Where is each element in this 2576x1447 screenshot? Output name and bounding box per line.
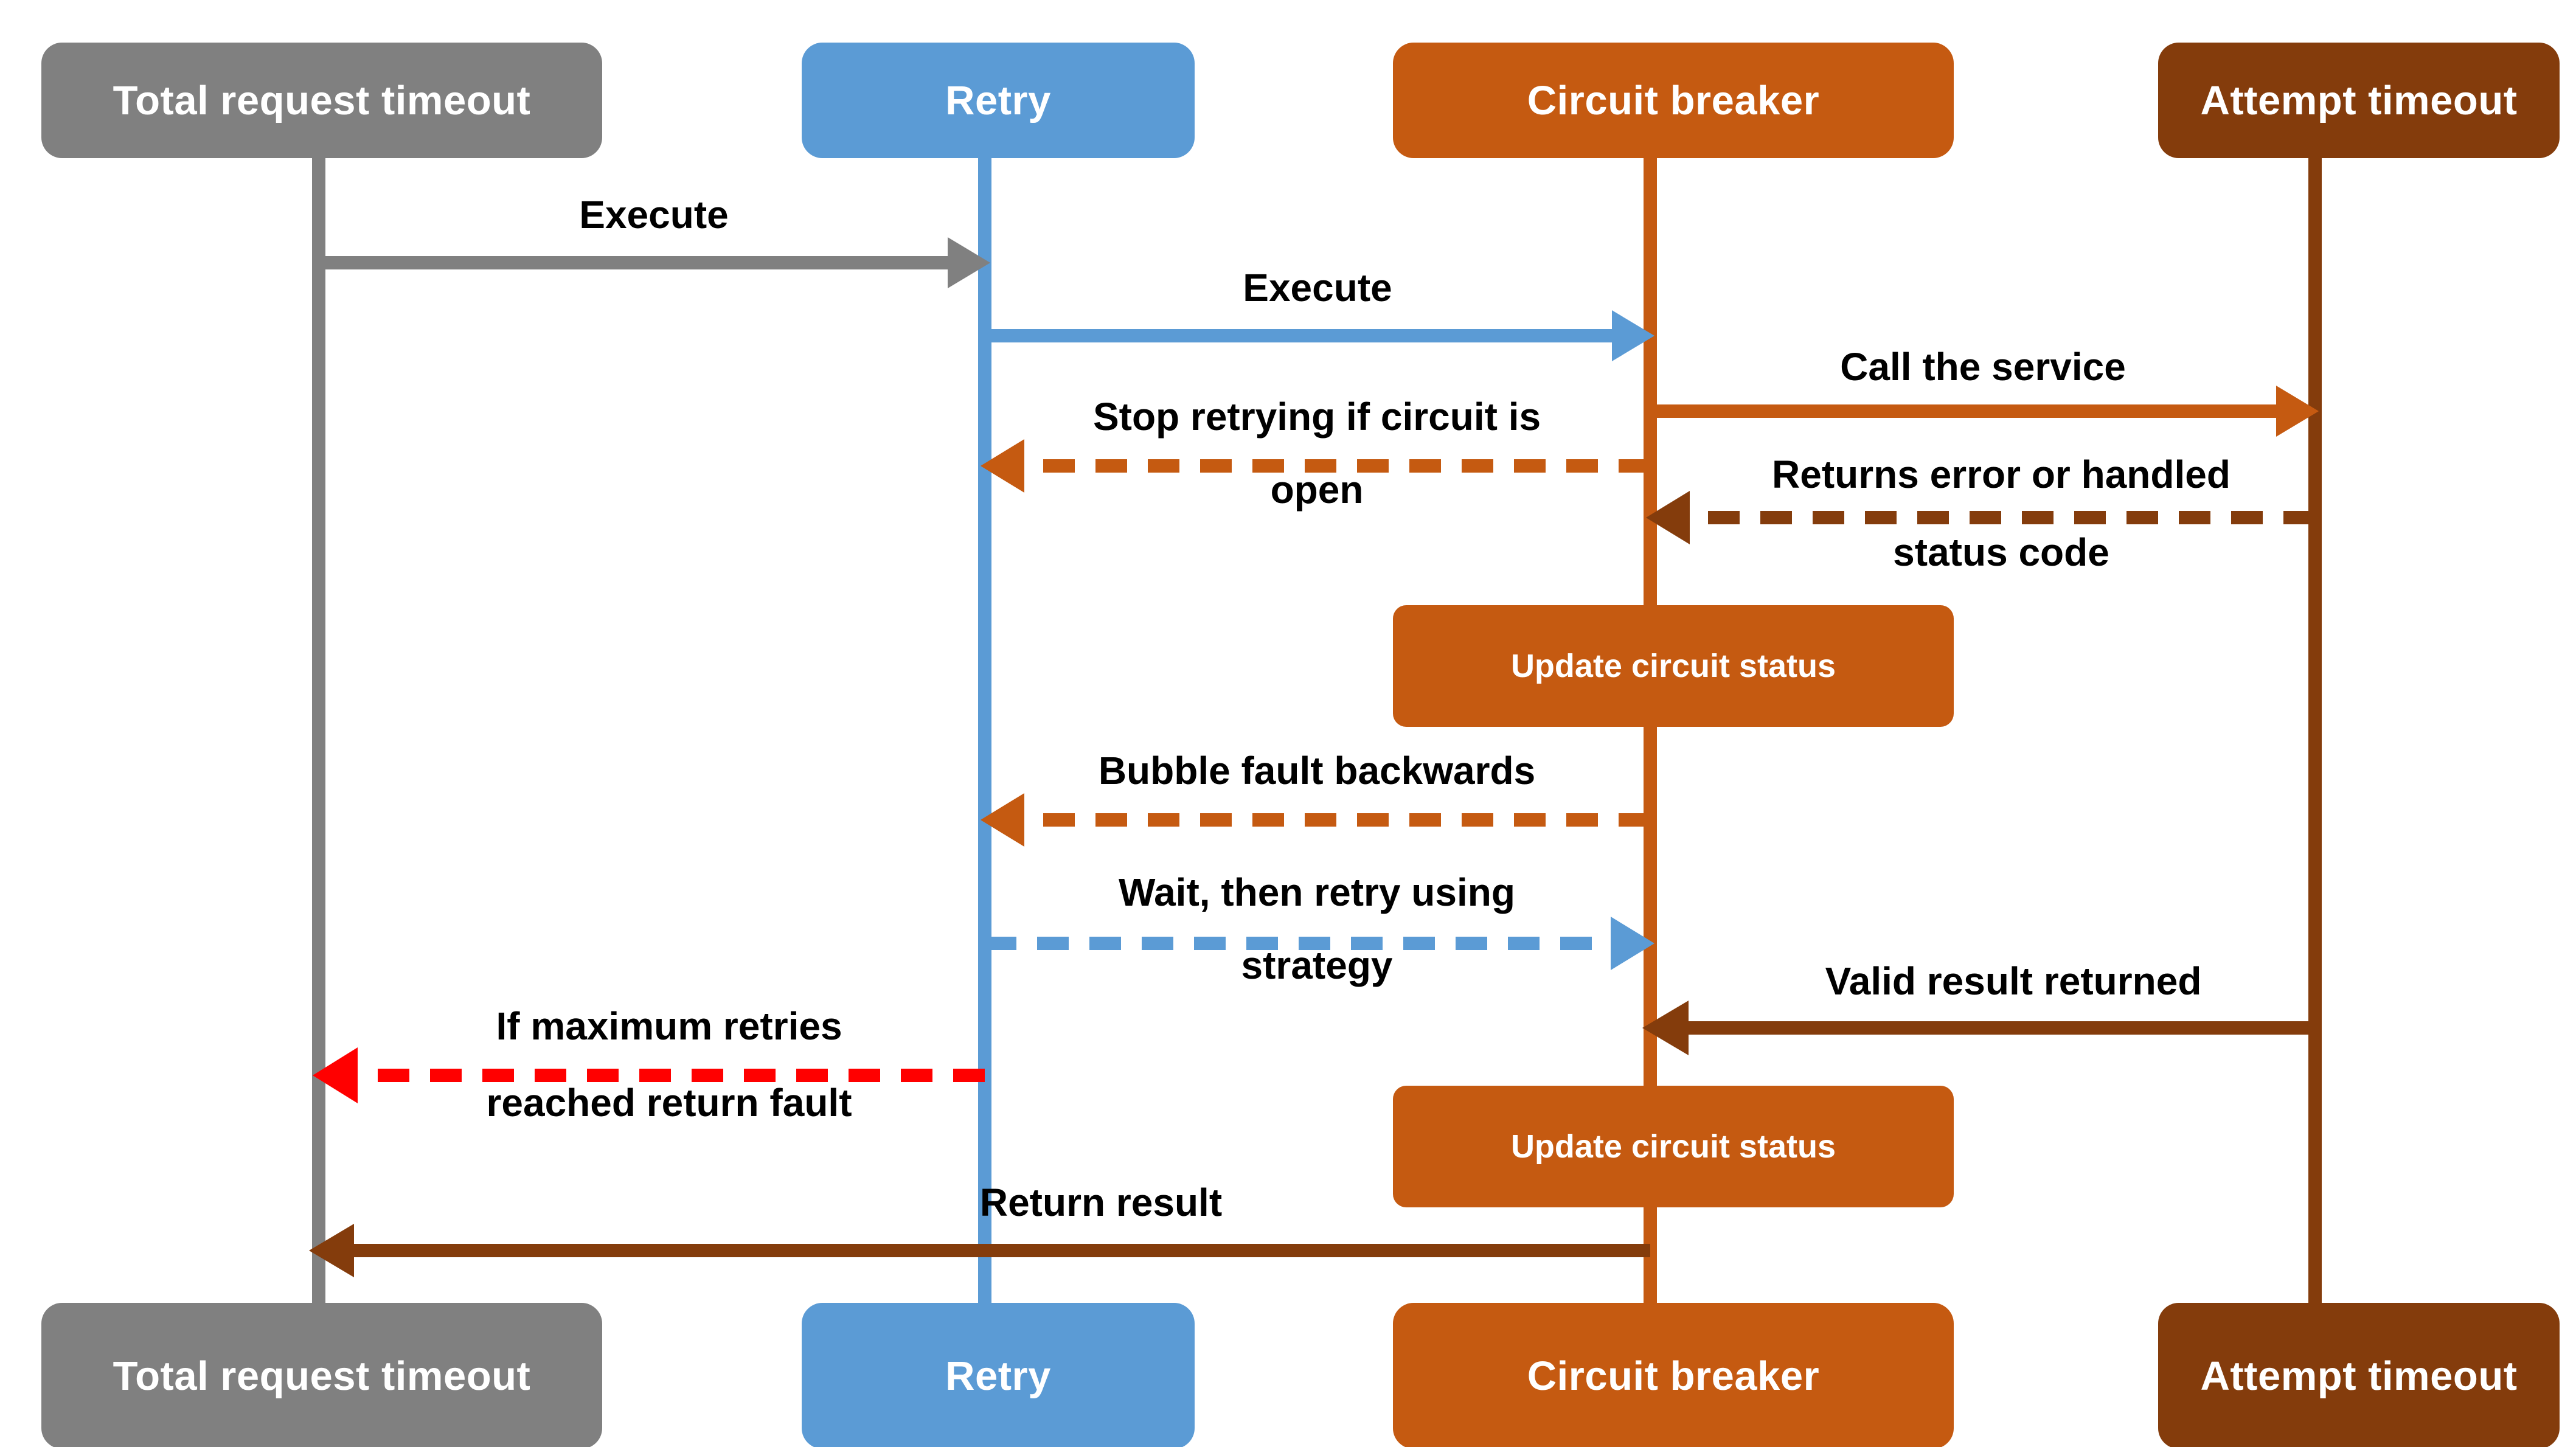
message-arrow-stop-retrying-if-circuit-is-open — [981, 439, 1650, 493]
message-label-stop-retrying-line2: open — [1270, 468, 1364, 512]
lifeline-total-request-timeout — [312, 155, 325, 1311]
message-arrow-returns-error-or-handled-status-code — [1646, 491, 2315, 544]
message-label-call-the-service: Call the service — [1840, 345, 2126, 389]
message-label-max-retries-line2: reached return fault — [486, 1081, 852, 1125]
participant-footer-retry[interactable]: Retry — [802, 1303, 1195, 1447]
participant-header-attempt-timeout[interactable]: Attempt timeout — [2158, 43, 2560, 158]
message-label-max-retries-line1: If maximum retries — [496, 1004, 842, 1048]
participant-header-label-total-request-timeout: Total request timeout — [113, 77, 531, 123]
message-label-return-result: Return result — [979, 1181, 1223, 1224]
message-arrow-valid-result-returned — [1642, 1001, 2315, 1055]
message-arrow-wait-then-retry-using-strategy — [985, 917, 1654, 970]
message-label-execute-timeout-to-retry: Execute — [579, 193, 729, 237]
participant-header-label-retry: Retry — [945, 77, 1051, 123]
activation-box-update-circuit-status-2[interactable]: Update circuit status — [1393, 1086, 1954, 1207]
message-arrow-execute-timeout-to-retry — [319, 237, 990, 288]
activation-box-update-circuit-status-1[interactable]: Update circuit status — [1393, 605, 1954, 727]
message-label-valid-result-returned: Valid result returned — [1825, 959, 2202, 1003]
participant-footer-label-retry: Retry — [945, 1353, 1051, 1399]
message-label-returns-error-line1: Returns error or handled — [1772, 453, 2231, 496]
participant-footer-label-attempt-timeout: Attempt timeout — [2200, 1353, 2518, 1399]
message-arrow-execute-retry-to-breaker — [985, 310, 1654, 361]
message-arrow-return-result — [309, 1224, 1650, 1277]
participant-footer-label-total-request-timeout: Total request timeout — [113, 1353, 531, 1399]
message-label-execute-retry-to-breaker: Execute — [1243, 266, 1392, 310]
message-label-returns-error-line2: status code — [1893, 530, 2109, 574]
activation-label-update-circuit-status-2: Update circuit status — [1510, 1128, 1836, 1165]
participant-header-label-circuit-breaker: Circuit breaker — [1527, 77, 1820, 123]
message-arrow-call-the-service — [1650, 386, 2319, 437]
participant-header-label-attempt-timeout: Attempt timeout — [2200, 77, 2518, 123]
participant-footer-attempt-timeout[interactable]: Attempt timeout — [2158, 1303, 2560, 1447]
participant-header-circuit-breaker[interactable]: Circuit breaker — [1393, 43, 1954, 158]
activation-label-update-circuit-status-1: Update circuit status — [1510, 648, 1836, 684]
message-label-wait-then-retry-line1: Wait, then retry using — [1119, 870, 1515, 914]
message-arrow-bubble-fault-backwards — [981, 793, 1650, 847]
message-arrow-if-maximum-retries-reached-return-fault — [313, 1047, 985, 1103]
participant-header-retry[interactable]: Retry — [802, 43, 1195, 158]
message-label-wait-then-retry-line2: strategy — [1241, 943, 1393, 987]
lifeline-retry — [978, 155, 991, 1311]
message-label-stop-retrying-line1: Stop retrying if circuit is — [1092, 395, 1541, 439]
participant-header-total-request-timeout[interactable]: Total request timeout — [41, 43, 602, 158]
lifeline-attempt-timeout — [2308, 155, 2322, 1311]
message-label-bubble-fault-backwards: Bubble fault backwards — [1098, 749, 1536, 793]
participant-footer-total-request-timeout[interactable]: Total request timeout — [41, 1303, 602, 1447]
participant-footer-label-circuit-breaker: Circuit breaker — [1527, 1353, 1820, 1399]
participant-footer-circuit-breaker[interactable]: Circuit breaker — [1393, 1303, 1954, 1447]
